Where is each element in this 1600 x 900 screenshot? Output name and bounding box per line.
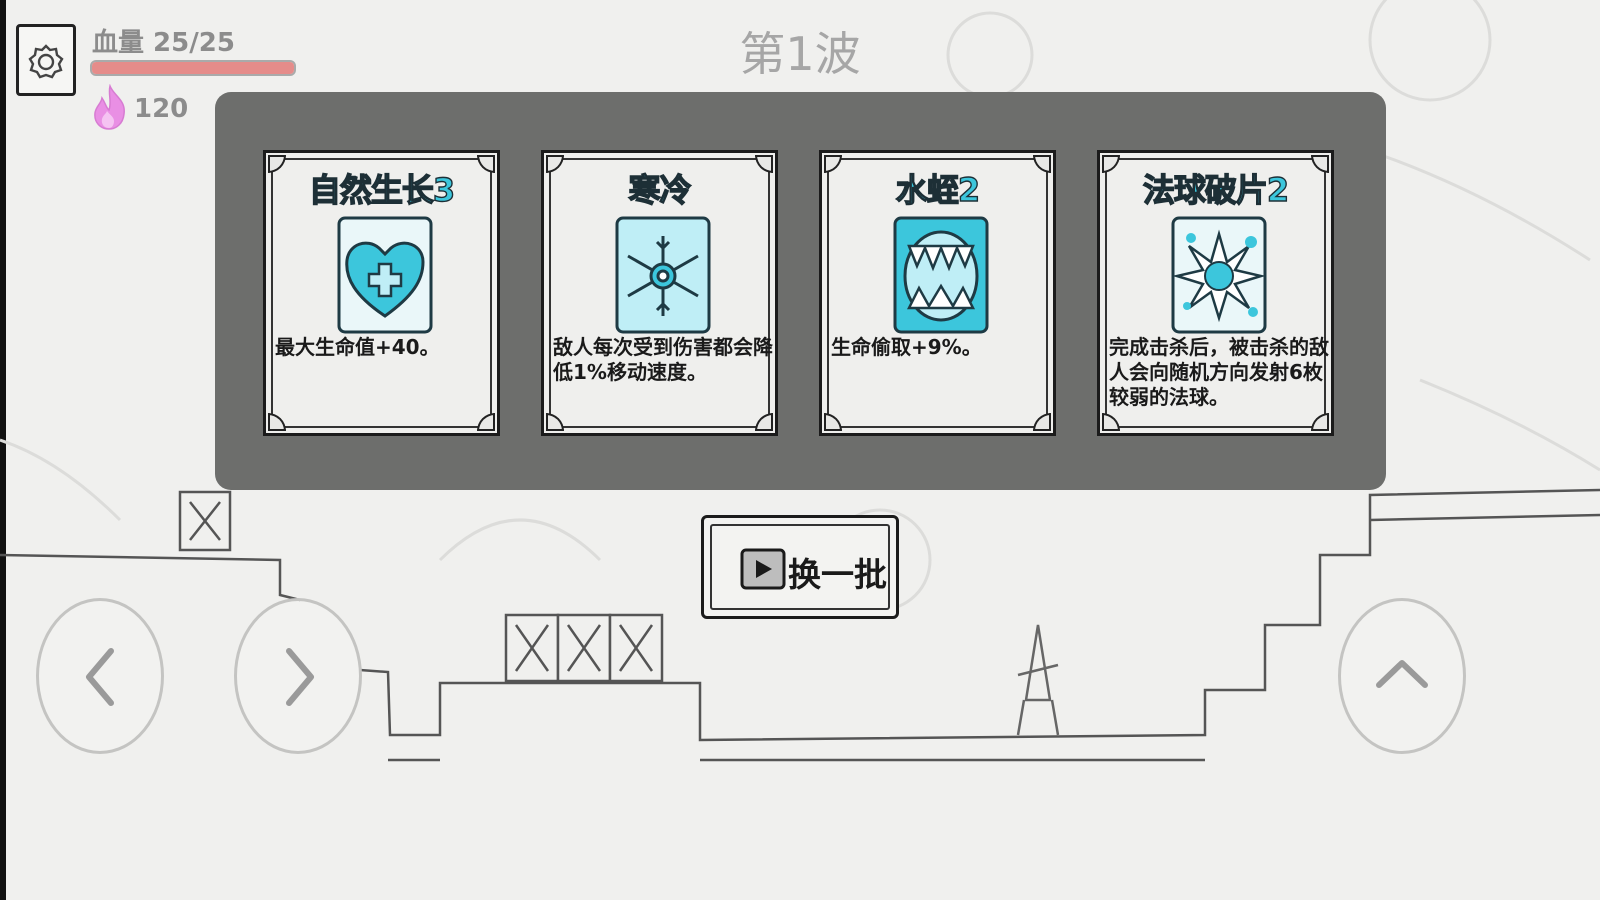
chevron-right-icon [286, 648, 314, 706]
currency-value: 120 [134, 94, 189, 124]
gear-icon [28, 44, 64, 79]
chevron-up-icon [1376, 660, 1428, 688]
leech-mouth-icon [893, 216, 989, 334]
orb-burst-icon [1171, 216, 1267, 334]
card-corner [1033, 413, 1051, 431]
card-corner [1311, 413, 1329, 431]
card-corner [824, 413, 842, 431]
screen-edge [0, 0, 6, 900]
card-description: 完成击杀后，被击杀的敌人会向随机方向发射6枚较弱的法球。 [1109, 335, 1329, 409]
move-left-button[interactable] [36, 598, 164, 754]
card-corner [755, 413, 773, 431]
card-title: 寒冷 [628, 170, 692, 209]
hp-bar-fill [92, 62, 294, 74]
refresh-cards-button[interactable]: 换一批 [701, 515, 899, 619]
card-corner [546, 413, 564, 431]
card-corner [268, 413, 286, 431]
flame-icon [94, 84, 125, 130]
upgrade-card[interactable]: 自然生长3 最大生命值+40。 [263, 150, 500, 436]
hp-bar [90, 60, 296, 76]
settings-button[interactable] [16, 24, 76, 96]
card-description: 生命偷取+9%。 [831, 335, 982, 359]
card-description: 敌人每次受到伤害都会降低1%移动速度。 [553, 335, 773, 384]
chevron-left-icon [86, 648, 114, 706]
upgrade-card[interactable]: 法球破片2 完成击杀后，被击杀的敌人会向随机方向发射6枚较弱的法球。 [1097, 150, 1334, 436]
card-title: 水蛭2 [895, 170, 981, 209]
move-right-button[interactable] [234, 598, 362, 754]
video-ad-icon [740, 548, 786, 590]
card-title: 自然生长3 [308, 170, 456, 209]
wave-label: 第1波 [739, 27, 861, 81]
card-description: 最大生命值+40。 [275, 335, 440, 359]
card-corner [477, 413, 495, 431]
jump-button[interactable] [1338, 598, 1466, 754]
upgrade-card[interactable]: 寒冷 敌人每次受到伤害都会降低1%移动速度。 [541, 150, 778, 436]
snowflake-icon [615, 216, 711, 334]
refresh-label: 换一批 [788, 555, 887, 594]
heart-plus-icon [337, 216, 433, 334]
card-corner [1102, 413, 1120, 431]
upgrade-card[interactable]: 水蛭2 生命偷取+9%。 [819, 150, 1056, 436]
hp-label: 血量 25/25 [92, 28, 235, 58]
card-title: 法球破片2 [1142, 170, 1290, 209]
